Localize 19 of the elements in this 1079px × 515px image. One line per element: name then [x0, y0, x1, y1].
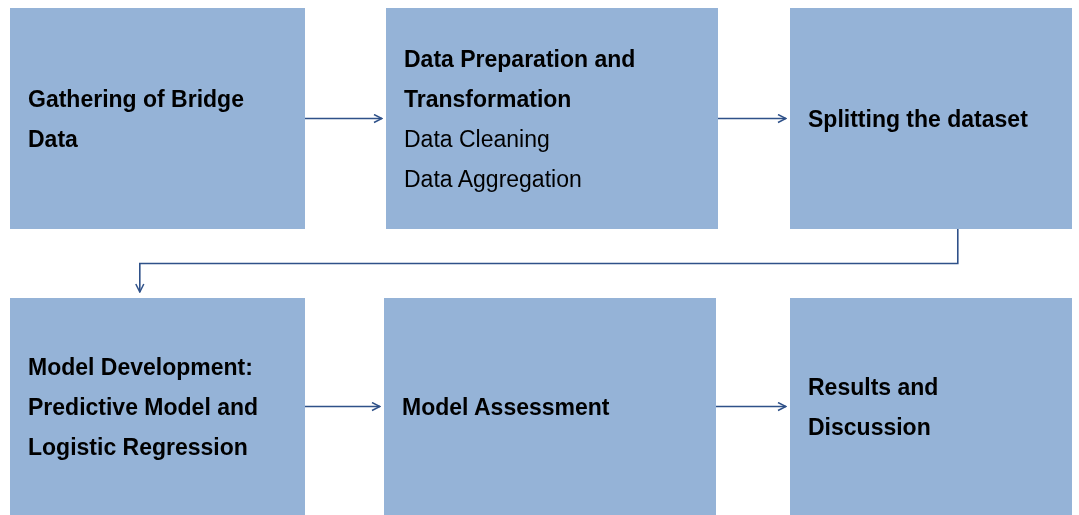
process-box	[790, 298, 1072, 515]
process-box	[10, 8, 305, 229]
box-title: Gathering of Bridge Data	[28, 84, 245, 154]
arrow	[304, 113, 383, 124]
box-title: Results and Discussion	[808, 372, 940, 442]
process-box	[386, 8, 718, 229]
process-box	[790, 8, 1072, 229]
arrow	[715, 401, 787, 412]
process-box	[384, 298, 716, 515]
box-title: Splitting the dataset	[808, 104, 1029, 134]
box-title: Model Assessment	[402, 392, 611, 422]
arrow	[135, 228, 959, 293]
arrow	[717, 113, 787, 124]
box-title: Model Development: Predictive Model and Logistic Regression	[28, 352, 260, 462]
box-item: Data Aggregation	[404, 164, 583, 194]
box-item: Data Cleaning	[404, 124, 551, 154]
box-title: Data Preparation and Transformation	[404, 44, 637, 114]
arrow	[304, 401, 381, 412]
process-box	[10, 298, 305, 515]
